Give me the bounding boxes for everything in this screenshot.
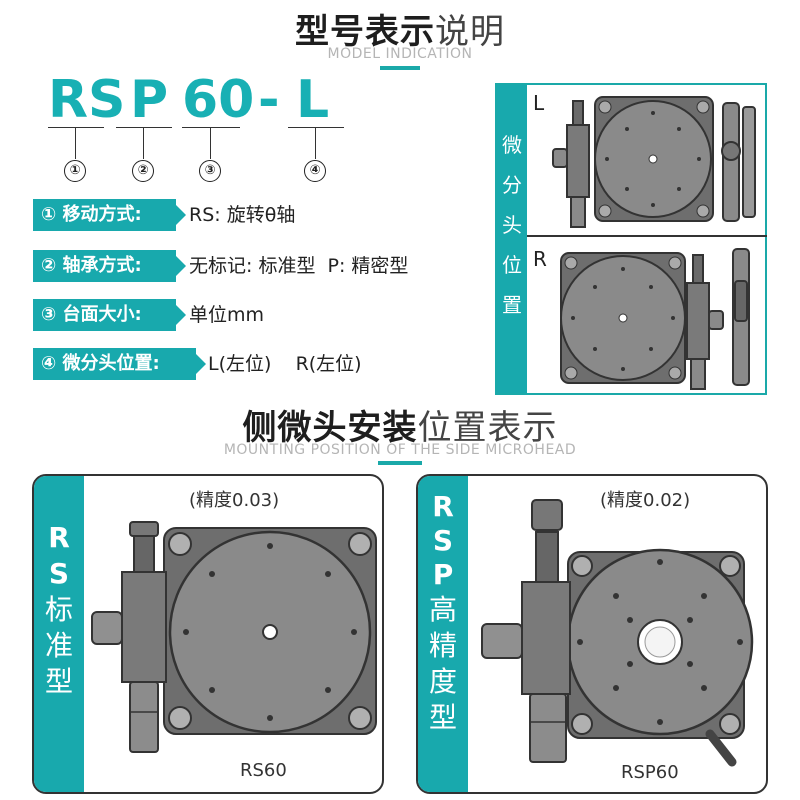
marker-1: ① xyxy=(64,160,86,182)
code-underline-1 xyxy=(48,127,104,128)
bar-light-char: 度 xyxy=(428,665,457,698)
title-light-text: 说明 xyxy=(435,12,505,52)
side-char: 置 xyxy=(502,293,522,317)
leader-line-1 xyxy=(75,127,76,159)
rs60-stage-illustration xyxy=(91,521,377,753)
leader-line-3 xyxy=(210,127,211,159)
code-part-p: P xyxy=(130,70,169,130)
bar-light-char: 型 xyxy=(44,665,73,698)
model-indication-subtitle: MODEL INDICATION xyxy=(327,46,473,62)
marker-3: ③ xyxy=(199,160,221,182)
position-label-l: L xyxy=(533,91,545,115)
card-rsp: R S P 高 精 度 型 (精度0.02) RSP60 xyxy=(416,474,768,794)
card-rsp-precision: (精度0.02) xyxy=(600,490,691,511)
card-rs-side-bar: R S 标 准 型 xyxy=(34,476,84,792)
legend-value-position: L(左位) R(左位) xyxy=(208,353,362,375)
position-side-bar: 微 分 头 位 置 xyxy=(497,85,527,393)
legend-label-position: ④ 微分头位置: xyxy=(33,348,206,380)
title-bold-text: 型号表示 xyxy=(295,12,435,52)
stage-l-illustration xyxy=(552,96,756,228)
bar-light-char: 高 xyxy=(428,593,457,626)
code-part-l: L xyxy=(296,70,330,130)
marker-2: ② xyxy=(132,160,154,182)
position-panel: 微 分 头 位 置 L R xyxy=(495,83,767,395)
mount-title-light: 位置表示 xyxy=(417,408,558,448)
mount-heading-underline xyxy=(378,461,422,465)
bar-light-char: 型 xyxy=(428,701,457,734)
position-label-r: R xyxy=(533,247,547,271)
bar-bold-char: P xyxy=(432,558,454,591)
rsp60-stage-illustration xyxy=(481,499,754,767)
card-rs-caption: RS60 xyxy=(240,760,287,781)
panel-divider xyxy=(527,235,767,237)
code-part-dash: - xyxy=(258,70,280,130)
legend-label-bearing: ② 轴承方式: xyxy=(33,250,186,282)
mount-title-bold: 侧微头安装 xyxy=(242,408,418,448)
bar-light-char: 标 xyxy=(44,593,73,626)
legend-value-size: 单位mm xyxy=(189,304,265,326)
model-indication-title: 型号表示说明 xyxy=(0,4,800,53)
side-char: 位 xyxy=(502,253,522,277)
heading-underline xyxy=(380,66,420,70)
side-char: 微 xyxy=(502,133,522,157)
card-rsp-side-bar: R S P 高 精 度 型 xyxy=(418,476,468,792)
bar-bold-char: S xyxy=(48,557,70,590)
marker-4: ④ xyxy=(304,160,326,182)
bar-light-char: 精 xyxy=(428,629,457,662)
side-char: 头 xyxy=(502,213,522,237)
legend-label-move: ① 移动方式: xyxy=(33,199,186,231)
legend-value-move: RS: 旋转θ轴 xyxy=(189,204,296,226)
bar-light-char: 准 xyxy=(44,629,73,662)
side-char: 分 xyxy=(502,173,522,197)
leader-line-2 xyxy=(143,127,144,159)
card-rsp-caption: RSP60 xyxy=(621,762,679,783)
card-rs: R S 标 准 型 (精度0.03) RS60 xyxy=(32,474,384,794)
bar-bold-char: S xyxy=(432,524,454,557)
code-part-60: 60 xyxy=(182,70,255,130)
code-part-rs: RS xyxy=(48,70,126,130)
bar-bold-char: R xyxy=(48,521,70,554)
card-rs-precision: (精度0.03) xyxy=(189,490,280,511)
stage-r-illustration xyxy=(560,248,750,390)
leader-line-4 xyxy=(315,127,316,159)
bar-bold-char: R xyxy=(432,490,454,523)
mounting-subtitle: MOUNTING POSITION OF THE SIDE MICROHEAD xyxy=(223,442,577,458)
code-underline-4 xyxy=(288,127,344,128)
legend-value-bearing: 无标记: 标准型 P: 精密型 xyxy=(189,255,409,277)
code-underline-2 xyxy=(116,127,172,128)
code-underline-3 xyxy=(182,127,240,128)
legend-label-size: ③ 台面大小: xyxy=(33,299,186,331)
mounting-title: 侧微头安装位置表示 xyxy=(0,400,800,449)
